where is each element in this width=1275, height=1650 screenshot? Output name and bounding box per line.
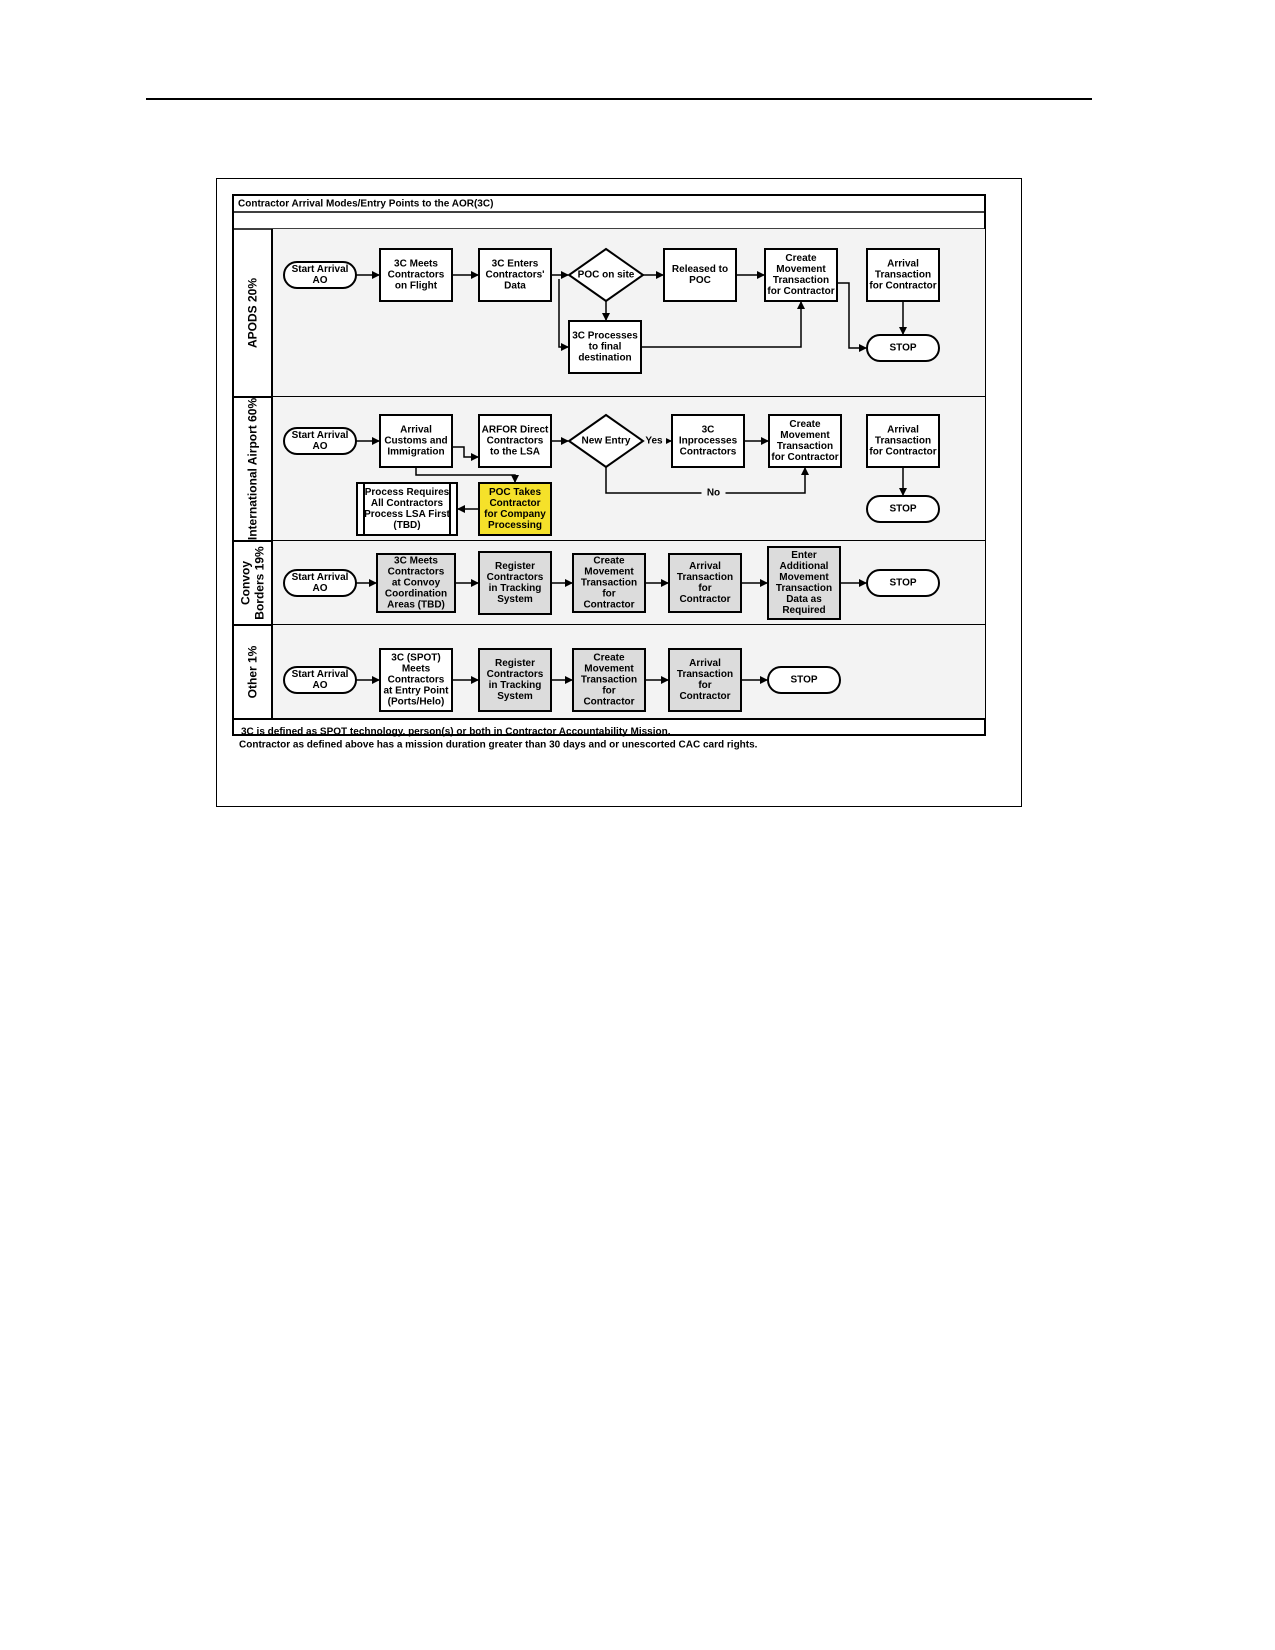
arrow-i-2 [452, 446, 479, 461]
node-a-processes-box [568, 320, 642, 374]
flowchart-figure: Contractor Arrival Modes/Entry Points to… [216, 178, 1022, 807]
arrow-a-7 [558, 279, 569, 351]
node-o-create-box [572, 648, 646, 712]
node-a-stop-label: STOP [889, 343, 916, 354]
node-a-poc-label: POC on site [578, 270, 635, 281]
node-o-spot-box [379, 648, 453, 712]
footnote-2: Contractor as defined above has a missio… [239, 740, 758, 751]
node-i-inproc-box [671, 414, 745, 468]
node-c-stop-terminal [866, 569, 940, 597]
edge-label-yes: Yes [645, 436, 663, 447]
node-i-arfor-box [478, 414, 552, 468]
node-o-start-terminal [283, 666, 357, 694]
node-a-poc-decision [567, 247, 645, 303]
page-header-rule [146, 98, 1092, 100]
node-c-enter-box [767, 546, 841, 620]
edge-label-no: No [707, 488, 720, 499]
footnote-1: 3C is defined as SPOT technology, person… [241, 727, 671, 738]
node-i-newentry-label: New Entry [582, 436, 631, 447]
node-a-start-terminal [283, 261, 357, 289]
node-i-stop-terminal [866, 495, 940, 523]
node-i-stop-label: STOP [889, 504, 916, 515]
node-i-newentry-decision [567, 413, 645, 469]
lane-label-apods: APODS 20% [246, 278, 260, 348]
arrow-i-7 [415, 467, 519, 483]
node-a-stop-terminal [866, 334, 940, 362]
arrow-a-9 [837, 282, 867, 352]
node-o-register-box [478, 648, 552, 712]
node-o-arrival-box [668, 648, 742, 712]
node-c-meets-box [376, 553, 456, 613]
node-c-register-box [478, 551, 552, 615]
node-c-create-box [572, 553, 646, 613]
node-a-arrival-box [866, 248, 940, 302]
edge-label-yes-mask [642, 435, 666, 447]
node-c-arrival-box [668, 553, 742, 613]
arrow-a-8 [641, 301, 805, 348]
node-i-arrival-box [866, 414, 940, 468]
lane-label-convoy: ConvoyBorders 19% [239, 546, 267, 620]
node-c-stop-label: STOP [889, 578, 916, 589]
node-o-stop-label: STOP [790, 675, 817, 686]
node-i-poc-takes-box [478, 482, 552, 536]
node-a-enters-box [478, 248, 552, 302]
node-o-stop-terminal [767, 666, 841, 694]
diagram-title: Contractor Arrival Modes/Entry Points to… [238, 199, 493, 210]
node-c-start-terminal [283, 569, 357, 597]
node-a-create-box [764, 248, 838, 302]
node-i-start-terminal [283, 427, 357, 455]
node-i-create-box [768, 414, 842, 468]
lane-label-intl: International Airport 60% [246, 398, 260, 541]
edge-label-no-mask [701, 487, 726, 499]
lane-label-other: Other 1% [246, 645, 260, 698]
node-i-customs-box [379, 414, 453, 468]
node-a-meets-box [379, 248, 453, 302]
flowchart-canvas: Contractor Arrival Modes/Entry Points to… [232, 194, 986, 751]
node-i-process-req-box [356, 482, 458, 536]
node-a-released-box [663, 248, 737, 302]
